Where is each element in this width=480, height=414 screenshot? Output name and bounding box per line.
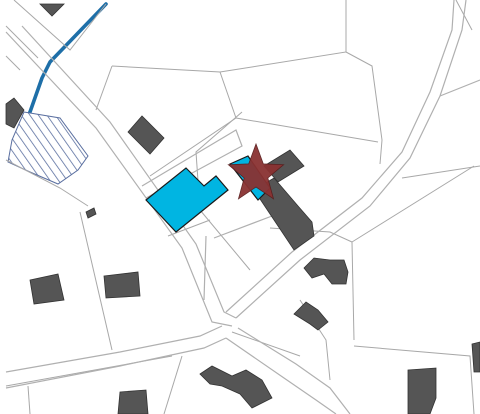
building	[39, 3, 65, 17]
building	[103, 271, 141, 299]
building	[263, 149, 305, 183]
building	[293, 301, 329, 331]
building	[407, 367, 437, 414]
building	[5, 97, 25, 129]
building	[199, 365, 273, 409]
buildings	[5, 3, 480, 414]
building	[29, 273, 65, 305]
building	[117, 389, 149, 414]
star-icon[interactable]	[227, 142, 285, 200]
building	[127, 115, 165, 155]
building	[303, 257, 349, 285]
hatched-zone[interactable]	[7, 111, 89, 185]
building	[85, 207, 97, 219]
highlighted-building	[145, 167, 229, 233]
building	[471, 341, 480, 373]
road-casings	[5, 0, 480, 414]
parcel-boundaries	[5, 0, 480, 414]
